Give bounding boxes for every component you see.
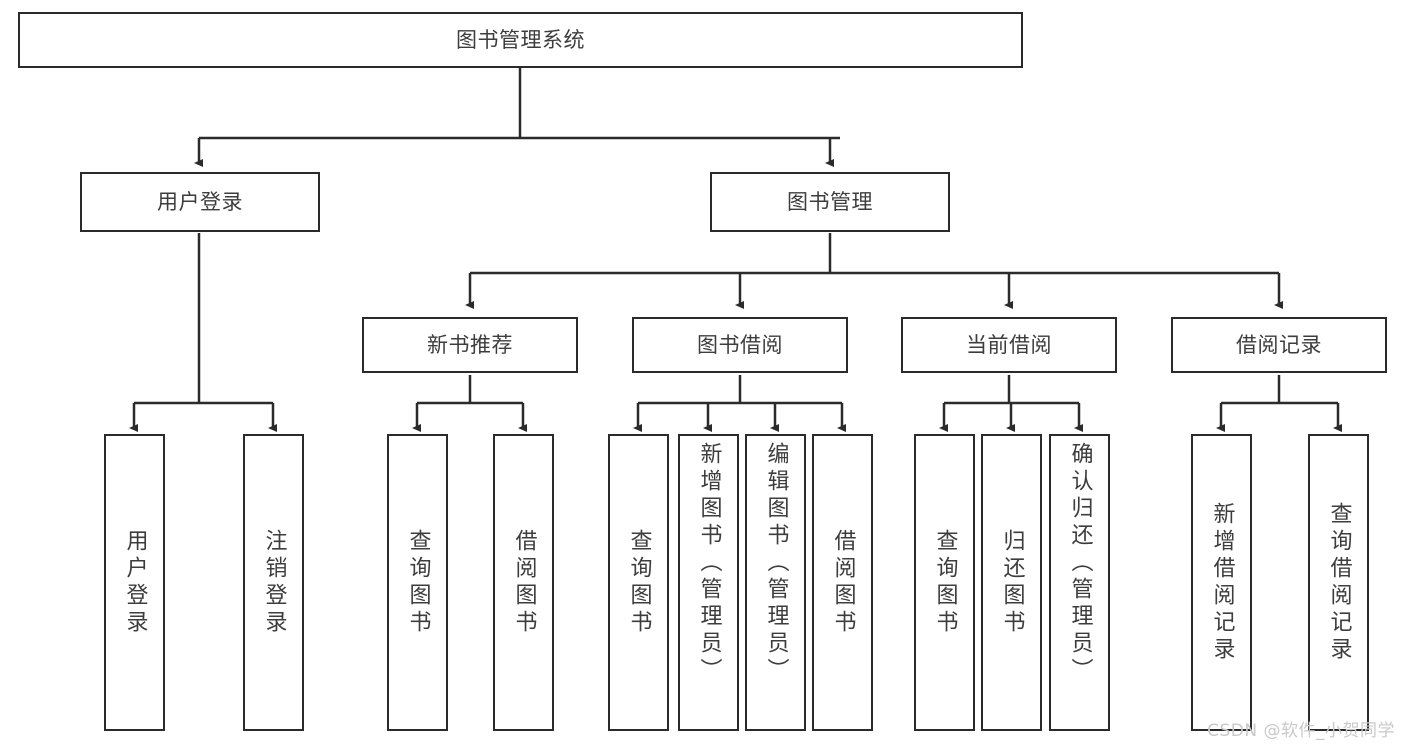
node-leaf-query-record[interactable]: 查询借阅记录 xyxy=(1308,434,1369,731)
node-label: 查询借阅记录 xyxy=(1326,501,1352,664)
node-label: 归还图书 xyxy=(999,528,1025,637)
node-user-login[interactable]: 用户登录 xyxy=(80,172,320,232)
node-leaf-confirm-return[interactable]: 确认归还（管理员） xyxy=(1049,434,1110,731)
node-label: 图书管理 xyxy=(787,189,873,214)
node-label: 图书管理系统 xyxy=(456,27,585,52)
node-leaf-user-login[interactable]: 用户登录 xyxy=(104,434,165,731)
node-current-borrow[interactable]: 当前借阅 xyxy=(901,317,1117,373)
node-label: 借阅记录 xyxy=(1236,332,1322,357)
node-label: 当前借阅 xyxy=(966,332,1052,357)
node-leaf-borrow-book-2[interactable]: 借阅图书 xyxy=(812,434,873,731)
node-leaf-query-book-1[interactable]: 查询图书 xyxy=(387,434,448,731)
node-label: 注销登录 xyxy=(261,528,287,637)
node-borrow-record[interactable]: 借阅记录 xyxy=(1171,317,1387,373)
node-label: 用户登录 xyxy=(122,528,148,637)
node-leaf-query-book-2[interactable]: 查询图书 xyxy=(608,434,669,731)
node-label: 用户登录 xyxy=(157,189,243,214)
node-leaf-borrow-book-1[interactable]: 借阅图书 xyxy=(493,434,554,731)
node-leaf-logout-login[interactable]: 注销登录 xyxy=(243,434,304,731)
node-label: 借阅图书 xyxy=(511,528,537,637)
node-book-borrow[interactable]: 图书借阅 xyxy=(632,317,848,373)
node-label: 新增借阅记录 xyxy=(1209,501,1235,664)
node-label: 图书借阅 xyxy=(697,332,783,357)
node-label: 查询图书 xyxy=(626,528,652,637)
node-leaf-add-record[interactable]: 新增借阅记录 xyxy=(1191,434,1252,731)
node-label: 确认归还（管理员） xyxy=(1067,442,1093,685)
watermark-text: CSDN @软件_小贺同学 xyxy=(1207,721,1395,741)
node-label: 新增图书（管理员） xyxy=(696,442,722,685)
node-leaf-edit-book[interactable]: 编辑图书（管理员） xyxy=(745,434,806,731)
node-leaf-add-book[interactable]: 新增图书（管理员） xyxy=(678,434,739,731)
node-root-system[interactable]: 图书管理系统 xyxy=(18,12,1023,68)
node-label: 查询图书 xyxy=(405,528,431,637)
node-new-book-rec[interactable]: 新书推荐 xyxy=(362,317,578,373)
node-leaf-query-book-3[interactable]: 查询图书 xyxy=(914,434,975,731)
node-leaf-return-book[interactable]: 归还图书 xyxy=(981,434,1042,731)
node-label: 新书推荐 xyxy=(427,332,513,357)
node-book-manage[interactable]: 图书管理 xyxy=(710,172,950,232)
node-label: 借阅图书 xyxy=(830,528,856,637)
node-label: 编辑图书（管理员） xyxy=(763,442,789,685)
node-label: 查询图书 xyxy=(932,528,958,637)
